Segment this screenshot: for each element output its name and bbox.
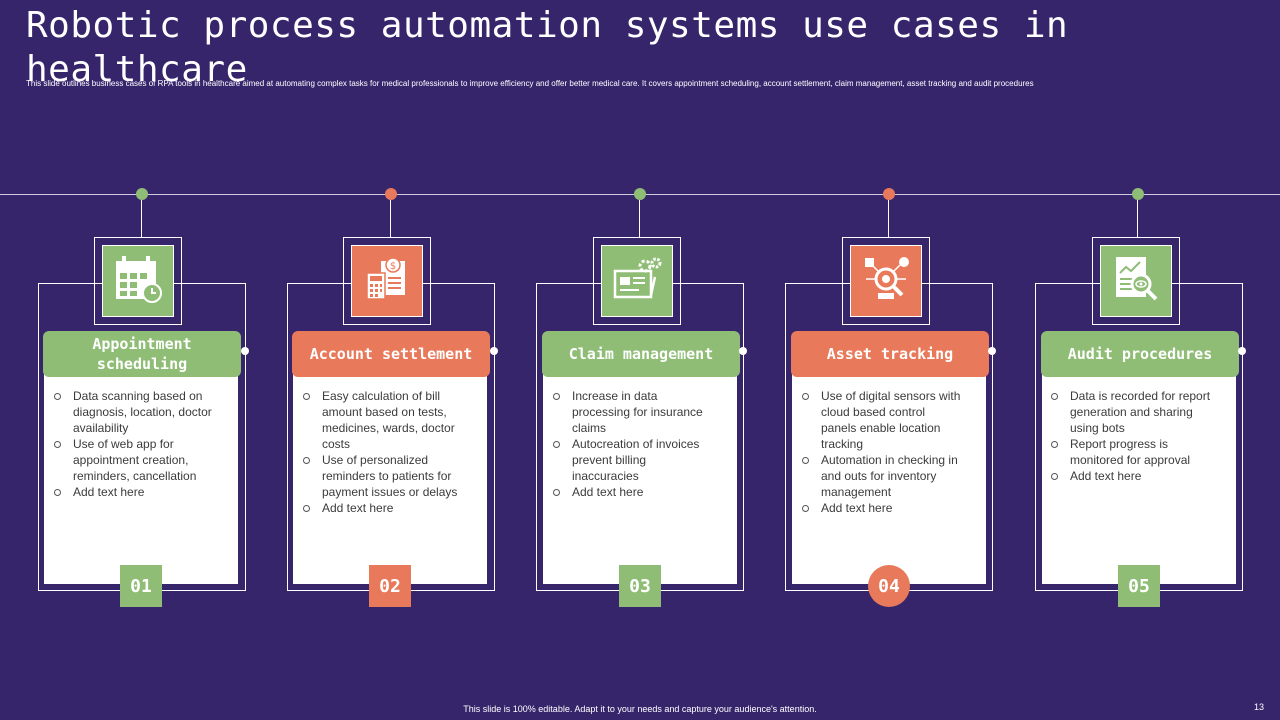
card-heading: Asset tracking <box>791 331 989 377</box>
icon-tile <box>102 245 174 317</box>
icon-tile <box>1100 245 1172 317</box>
list-item: Increase in data processing for insuranc… <box>553 388 713 436</box>
page-title: Robotic process automation systems use c… <box>26 5 1069 90</box>
asset-search-icon <box>860 253 912 310</box>
list-item: Use of web app for appointment creation,… <box>54 436 214 484</box>
bullet-list: Use of digital sensors with cloud based … <box>802 388 962 516</box>
timeline-stem <box>639 200 640 237</box>
page-number: 13 <box>1254 702 1265 712</box>
step-number: 04 <box>868 565 910 607</box>
icon-frame <box>842 237 930 325</box>
list-item: Easy calculation of bill amount based on… <box>303 388 463 452</box>
list-item: Automation in checking in and outs for i… <box>802 452 962 500</box>
card-body <box>1042 346 1236 584</box>
icon-tile <box>850 245 922 317</box>
card-heading: Account settlement <box>292 331 490 377</box>
list-item: Add text here <box>553 484 713 500</box>
header-dot <box>1238 347 1246 355</box>
timeline-stem <box>1137 200 1138 237</box>
step-number: 02 <box>369 565 411 607</box>
icon-frame <box>1092 237 1180 325</box>
card-heading: Appointment scheduling <box>43 331 241 377</box>
list-item: Add text here <box>303 500 463 516</box>
header-dot <box>241 347 249 355</box>
list-item: Add text here <box>54 484 214 500</box>
audit-report-icon <box>1110 253 1162 310</box>
list-item: Add text here <box>1051 468 1211 484</box>
step-number: 05 <box>1118 565 1160 607</box>
list-item: Use of digital sensors with cloud based … <box>802 388 962 452</box>
header-dot <box>490 347 498 355</box>
calendar-icon <box>112 253 164 310</box>
card-body <box>792 346 986 584</box>
svg-text:$: $ <box>390 261 396 272</box>
page-subtitle: This slide outlines business cases of RP… <box>26 79 1034 88</box>
bullet-list: Data is recorded for report generation a… <box>1051 388 1211 484</box>
icon-frame: $ <box>343 237 431 325</box>
step-number: 01 <box>120 565 162 607</box>
timeline-node <box>883 188 895 200</box>
icon-tile: $ <box>351 245 423 317</box>
card-body <box>44 346 238 584</box>
header-dot <box>739 347 747 355</box>
step-number: 03 <box>619 565 661 607</box>
card-body <box>293 346 487 584</box>
timeline-stem <box>141 200 142 237</box>
timeline-stem <box>390 200 391 237</box>
list-item: Report progress is monitored for approva… <box>1051 436 1211 468</box>
document-gears-icon <box>611 253 663 310</box>
list-item: Use of personalized reminders to patient… <box>303 452 463 500</box>
card-body <box>543 346 737 584</box>
icon-tile <box>601 245 673 317</box>
list-item: Autocreation of invoices prevent billing… <box>553 436 713 484</box>
timeline-stem <box>888 200 889 237</box>
timeline-node <box>136 188 148 200</box>
list-item: Data scanning based on diagnosis, locati… <box>54 388 214 436</box>
timeline-node <box>385 188 397 200</box>
footer-note: This slide is 100% editable. Adapt it to… <box>463 704 817 714</box>
list-item: Add text here <box>802 500 962 516</box>
timeline-node <box>1132 188 1144 200</box>
header-dot <box>988 347 996 355</box>
bullet-list: Data scanning based on diagnosis, locati… <box>54 388 214 500</box>
bullet-list: Easy calculation of bill amount based on… <box>303 388 463 516</box>
invoice-calculator-icon: $ <box>361 253 413 310</box>
list-item: Data is recorded for report generation a… <box>1051 388 1211 436</box>
icon-frame <box>94 237 182 325</box>
bullet-list: Increase in data processing for insuranc… <box>553 388 713 500</box>
card-heading: Audit procedures <box>1041 331 1239 377</box>
icon-frame <box>593 237 681 325</box>
card-heading: Claim management <box>542 331 740 377</box>
timeline-node <box>634 188 646 200</box>
